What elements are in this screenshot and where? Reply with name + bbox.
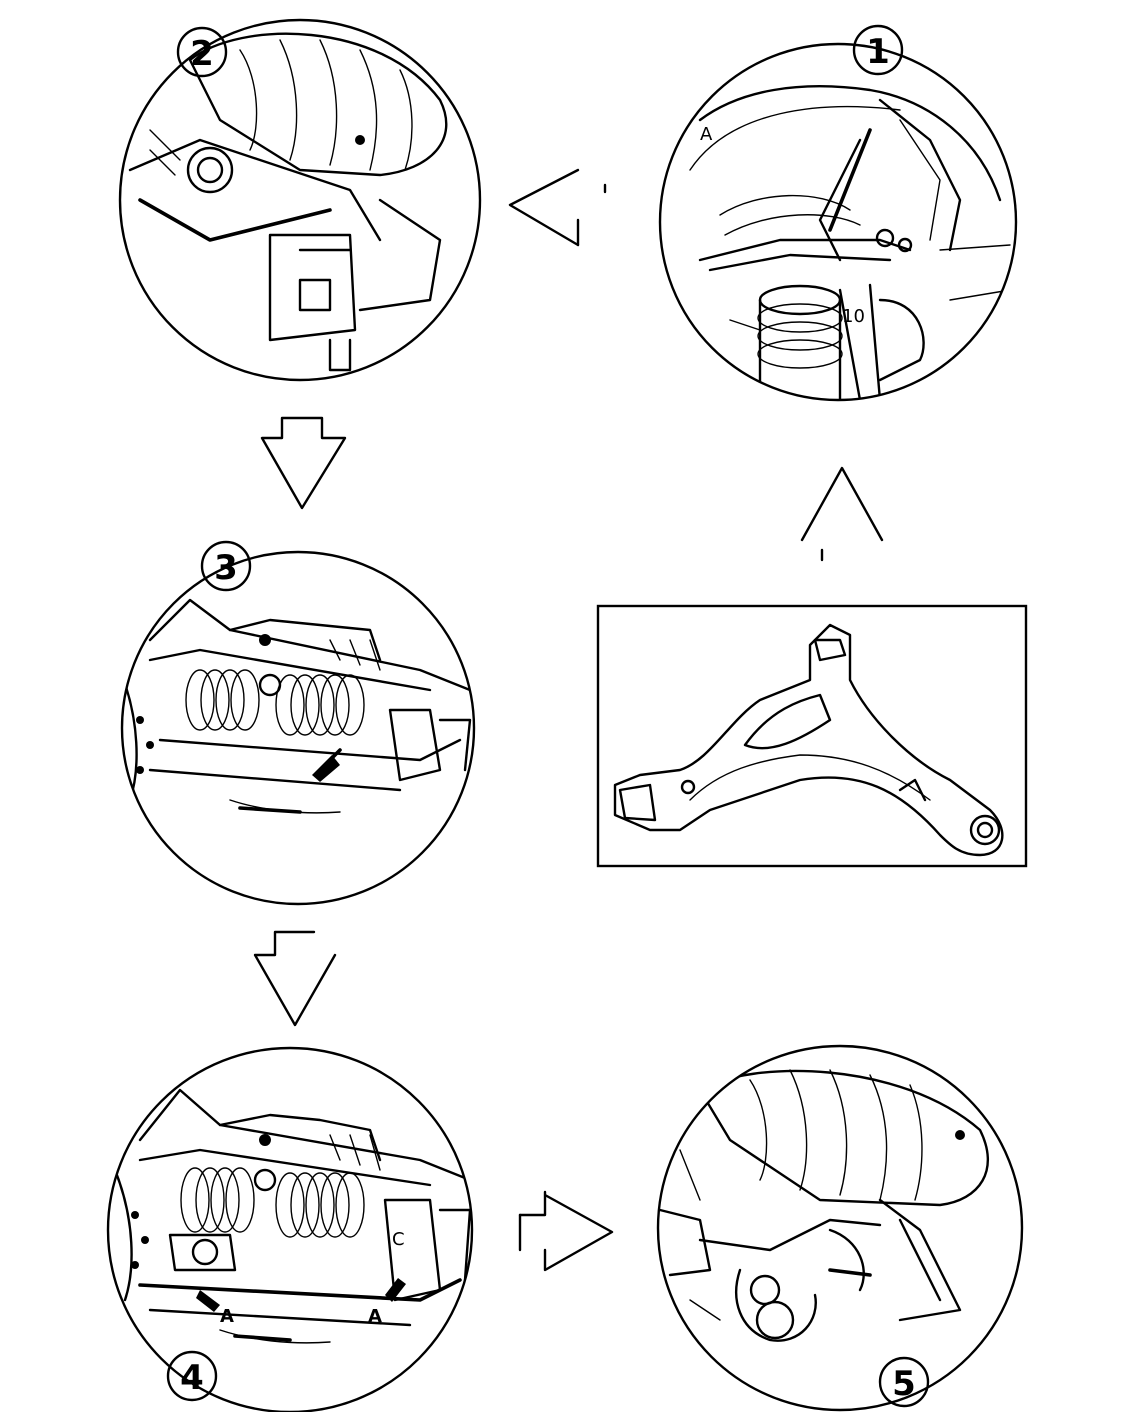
step-1-illustration: 10 A	[689, 85, 1011, 400]
control-arm-part-box	[596, 604, 1028, 868]
step-5-circle	[656, 1044, 1024, 1412]
control-arm-illustration	[613, 623, 1004, 857]
step-2-illustration	[128, 32, 448, 372]
step-2-number: 2	[190, 34, 214, 74]
step-4-panel: A A C 4	[106, 1046, 474, 1412]
step-4-number: 4	[180, 1358, 204, 1398]
step-2-panel: 2	[118, 18, 482, 382]
step-1-number: 1	[866, 32, 890, 72]
step-1-panel: 10 A 1	[658, 24, 1018, 402]
step-4-callout-c: C	[392, 1229, 405, 1250]
arrow-down-icon	[253, 930, 337, 1027]
step-5-number: 5	[892, 1364, 916, 1404]
svg-text:A: A	[700, 124, 713, 145]
step-4-illustration	[113, 1088, 472, 1344]
step-3-illustration	[122, 598, 472, 814]
step-5-panel: 5	[656, 1044, 1024, 1412]
step-2-circle	[118, 18, 482, 382]
arrow-up-icon	[800, 466, 884, 562]
step-3-circle	[120, 550, 476, 906]
step-1-circle	[658, 42, 1018, 402]
arrow-down-icon	[260, 416, 347, 510]
step-4-callout-a-right: A	[368, 1306, 382, 1327]
arrow-right-icon	[518, 1190, 614, 1272]
step-4-circle	[106, 1046, 474, 1412]
step-3-panel: 3	[120, 540, 476, 906]
arrow-left-icon	[508, 168, 607, 247]
svg-text:10: 10	[842, 306, 865, 327]
step-3-number: 3	[214, 548, 238, 588]
step-4-callout-a-left: A	[220, 1306, 234, 1327]
step-5-illustration	[658, 1069, 990, 1342]
